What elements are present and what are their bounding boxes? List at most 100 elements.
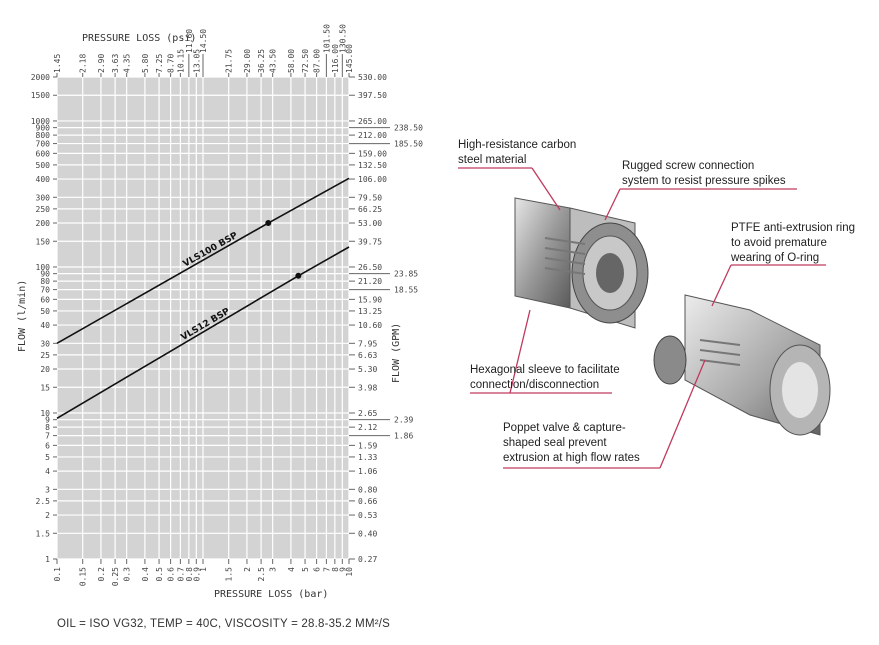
annotation-ptfe-ring-line-1: PTFE anti-extrusion ring xyxy=(731,222,855,234)
y-right-tick-label: 1.86 xyxy=(394,432,413,441)
y-left-tick-label: 20 xyxy=(40,365,50,374)
x-bottom-tick-label: 2 xyxy=(243,567,252,572)
y-left-tick-label: 80 xyxy=(40,277,50,286)
annotation-poppet-valve-line-2: shaped seal prevent xyxy=(503,437,607,449)
y-left-tick-label: 900 xyxy=(36,124,51,133)
annotation-hex-sleeve-line-2: connection/disconnection xyxy=(470,379,600,391)
y-left-tick-label: 10 xyxy=(40,409,50,418)
x-bottom-tick-label: 9 xyxy=(338,567,347,572)
annotation-carbon-steel-line-1: High-resistance carbon xyxy=(458,139,577,151)
y-right-tick-label: 0.66 xyxy=(358,497,377,506)
y-left-tick-label: 2.5 xyxy=(36,497,51,506)
annotation-poppet-valve: Poppet valve & capture- shaped seal prev… xyxy=(503,421,640,466)
x-bottom-tick-label: 6 xyxy=(313,567,322,572)
y-left-tick-label: 25 xyxy=(40,351,50,360)
x-bottom-tick-label: 10 xyxy=(345,567,354,577)
y-right-tick-label: 530.00 xyxy=(358,73,387,82)
y-left-tick-label: 90 xyxy=(40,270,50,279)
x-top-tick-label: 58.00 xyxy=(287,49,296,73)
x-top-tick-label: 13.05 xyxy=(192,49,201,73)
coupling-illustration-right xyxy=(653,294,831,436)
y-right-tick-label: 1.33 xyxy=(358,453,377,462)
x-top-tick-label: 3.63 xyxy=(111,54,120,73)
y-right-tick-label: 1.06 xyxy=(358,467,377,476)
y-left-tick-label: 400 xyxy=(36,175,51,184)
y-right-tick-label: 21.20 xyxy=(358,277,382,286)
y-left-tick-label: 150 xyxy=(36,237,51,246)
x-top-tick-label: 116.00 xyxy=(331,44,340,73)
y-right-tick-label: 106.00 xyxy=(358,175,387,184)
x-top-tick-label: 145.00 xyxy=(345,44,354,73)
y-right-tick-label: 2.65 xyxy=(358,409,377,418)
x-bottom-tick-label: 0.25 xyxy=(111,567,120,586)
y-left-tick-label: 1000 xyxy=(31,117,50,126)
series-marker xyxy=(295,272,302,279)
y-right-tick-label: 79.50 xyxy=(358,193,382,202)
y-left-tick-label: 800 xyxy=(36,131,51,140)
annotation-ptfe-ring-line-3: wearing of O-ring xyxy=(731,252,820,264)
x-top-tick-label: 29.00 xyxy=(243,49,252,73)
x-top-tick-label: 1.45 xyxy=(53,54,62,73)
y-left-tick-label: 5 xyxy=(45,453,50,462)
x-bottom-tick-label: 0.5 xyxy=(155,567,164,582)
y-right-tick-label: 10.60 xyxy=(358,321,382,330)
x-top-tick-label: 36.25 xyxy=(257,49,266,73)
y-left-tick-label: 600 xyxy=(36,149,51,158)
y-right-tick-label: 7.95 xyxy=(358,339,377,348)
y-left-tick-label: 6 xyxy=(45,441,50,450)
x-bottom-tick-label: 4 xyxy=(287,567,296,572)
x-bottom-tick-label: 0.1 xyxy=(53,567,62,582)
y-right-tick-label: 0.53 xyxy=(358,511,377,520)
x-top-tick-label: 8.70 xyxy=(167,54,176,73)
y-right-tick-label: 159.00 xyxy=(358,149,387,158)
y-right-tick-label: 0.80 xyxy=(358,485,377,494)
y-right-tick-label: 212.00 xyxy=(358,131,387,140)
y-left-tick-label: 50 xyxy=(40,307,50,316)
y-right-tick-label: 15.90 xyxy=(358,295,382,304)
y-right-tick-label: 23.85 xyxy=(394,270,418,279)
y-left-tick-label: 200 xyxy=(36,219,51,228)
left-axis-title: FLOW (l/min) xyxy=(17,280,28,352)
y-right-tick-label: 1.59 xyxy=(358,441,377,450)
y-right-tick-label: 2.39 xyxy=(394,416,413,425)
y-left-tick-label: 8 xyxy=(45,423,50,432)
x-bottom-tick-label: 8 xyxy=(331,567,340,572)
annotation-screw-connection-line-2: system to resist pressure spikes xyxy=(622,175,786,187)
x-top-tick-label: 72.50 xyxy=(301,49,310,73)
annotation-poppet-valve-line-3: extrusion at high flow rates xyxy=(503,452,640,464)
x-bottom-tick-label: 0.4 xyxy=(141,567,150,582)
y-right-tick-label: 5.30 xyxy=(358,365,377,374)
top-axis-title: PRESSURE LOSS (psi) xyxy=(82,33,196,44)
x-top-tick-label: 43.50 xyxy=(269,49,278,73)
y-right-tick-label: 66.25 xyxy=(358,205,382,214)
coupling-illustration-left xyxy=(514,197,649,329)
y-left-tick-label: 3 xyxy=(45,485,50,494)
y-left-tick-label: 1500 xyxy=(31,91,50,100)
x-bottom-tick-label: 1 xyxy=(199,567,208,572)
series-marker xyxy=(265,220,272,227)
y-left-tick-label: 500 xyxy=(36,161,51,170)
x-top-tick-label: 2.18 xyxy=(79,54,88,73)
y-left-tick-label: 60 xyxy=(40,295,50,304)
x-top-tick-label: 21.75 xyxy=(225,49,234,73)
x-top-tick-label: 130.50 xyxy=(338,24,347,53)
y-right-tick-label: 6.63 xyxy=(358,351,377,360)
annotation-ptfe-ring: PTFE anti-extrusion ring to avoid premat… xyxy=(731,221,855,266)
y-right-tick-label: 265.00 xyxy=(358,117,387,126)
y-left-tick-label: 15 xyxy=(40,383,50,392)
annotation-carbon-steel-line-2: steel material xyxy=(458,154,527,166)
x-bottom-tick-label: 0.9 xyxy=(192,567,201,582)
y-left-tick-label: 2000 xyxy=(31,73,50,82)
x-bottom-tick-label: 0.7 xyxy=(176,567,185,582)
y-right-tick-label: 132.50 xyxy=(358,161,387,170)
x-bottom-tick-label: 0.2 xyxy=(97,567,106,582)
x-top-tick-label: 7.25 xyxy=(155,54,164,73)
annotation-hex-sleeve-line-1: Hexagonal sleeve to facilitate xyxy=(470,364,620,376)
y-right-tick-label: 2.12 xyxy=(358,423,377,432)
y-left-tick-label: 30 xyxy=(40,339,50,348)
right-axis-title: FLOW (GPM) xyxy=(391,323,402,383)
annotation-poppet-valve-line-1: Poppet valve & capture- xyxy=(503,422,626,434)
y-left-tick-label: 70 xyxy=(40,286,50,295)
